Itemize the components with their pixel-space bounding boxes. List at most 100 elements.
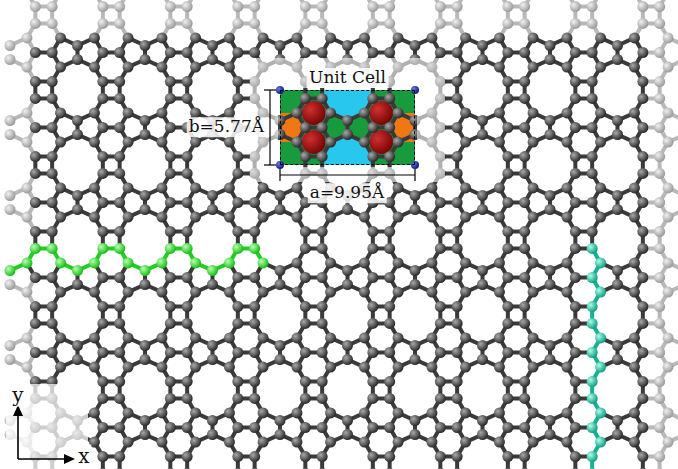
carbon-atom	[291, 362, 302, 373]
carbon-atom	[561, 32, 572, 43]
hexagon-marker	[302, 101, 326, 125]
carbon-atom	[182, 243, 193, 254]
carbon-atom	[654, 301, 665, 312]
carbon-atom	[165, 168, 176, 179]
carbon-atom	[114, 393, 125, 404]
carbon-atom	[452, 76, 463, 87]
carbon-atom	[612, 340, 623, 351]
carbon-atom	[612, 265, 623, 276]
carbon-atom	[587, 347, 598, 358]
carbon-atom	[249, 347, 260, 358]
carbon-atom	[587, 93, 598, 104]
carbon-atom	[97, 422, 108, 433]
carbon-atom	[123, 182, 134, 193]
carbon-atom	[663, 32, 674, 43]
carbon-atom	[528, 437, 539, 448]
carbon-atom	[637, 451, 648, 462]
carbon-atom	[342, 129, 353, 140]
carbon-atom	[123, 437, 134, 448]
carbon-atom	[21, 257, 32, 268]
carbon-atom	[393, 182, 404, 193]
carbon-atom	[587, 318, 598, 329]
carbon-atom	[528, 257, 539, 268]
lattice	[5, 0, 678, 469]
carbon-atom	[502, 318, 513, 329]
carbon-atom	[342, 204, 353, 215]
carbon-atom	[21, 182, 32, 193]
carbon-atom	[452, 168, 463, 179]
carbon-atom	[528, 182, 539, 193]
carbon-atom	[114, 76, 125, 87]
carbon-atom	[367, 122, 378, 133]
carbon-atom	[570, 347, 581, 358]
carbon-atom	[165, 376, 176, 387]
carbon-atom	[359, 407, 370, 418]
carbon-atom	[114, 93, 125, 104]
carbon-atom	[359, 212, 370, 223]
carbon-atom	[182, 376, 193, 387]
carbon-atom	[190, 437, 201, 448]
dimension-line	[280, 174, 415, 175]
carbon-atom	[5, 115, 16, 126]
carbon-atom	[21, 62, 32, 73]
carbon-atom	[570, 197, 581, 208]
carbon-atom	[72, 190, 83, 201]
carbon-atom	[97, 18, 108, 29]
carbon-atom	[477, 265, 488, 276]
carbon-atom	[47, 226, 58, 237]
carbon-atom	[300, 301, 311, 312]
carbon-atom	[460, 437, 471, 448]
carbon-atom	[190, 362, 201, 373]
carbon-atom	[637, 76, 648, 87]
carbon-atom	[570, 47, 581, 58]
axis-line	[18, 458, 66, 460]
carbon-atom	[300, 93, 311, 104]
carbon-atom	[275, 415, 286, 426]
carbon-atom	[494, 32, 505, 43]
carbon-atom	[232, 376, 243, 387]
carbon-atom	[114, 168, 125, 179]
carbon-atom	[165, 301, 176, 312]
carbon-atom	[629, 437, 640, 448]
carbon-atom	[587, 301, 598, 312]
carbon-atom	[190, 287, 201, 298]
carbon-atom	[224, 137, 235, 148]
carbon-atom	[207, 190, 218, 201]
carbon-atom	[384, 151, 395, 162]
carbon-atom	[637, 122, 648, 133]
carbon-atom	[249, 226, 260, 237]
carbon-atom	[561, 182, 572, 193]
carbon-atom	[232, 1, 243, 12]
carbon-atom	[258, 32, 269, 43]
carbon-atom	[30, 197, 41, 208]
carbon-atom	[47, 18, 58, 29]
carbon-atom	[342, 429, 353, 440]
carbon-atom	[435, 301, 446, 312]
carbon-atom	[359, 32, 370, 43]
carbon-atom	[30, 226, 41, 237]
carbon-atom	[528, 332, 539, 343]
carbon-atom	[325, 107, 336, 118]
carbon-atom	[663, 212, 674, 223]
carbon-atom	[47, 347, 58, 358]
carbon-atom	[317, 422, 328, 433]
carbon-atom	[435, 272, 446, 283]
carbon-atom	[502, 347, 513, 358]
carbon-atom	[519, 393, 530, 404]
carbon-atom	[367, 393, 378, 404]
carbon-atom	[291, 287, 302, 298]
carbon-atom	[21, 32, 32, 43]
carbon-atom	[232, 226, 243, 237]
axis-label: y	[10, 384, 25, 407]
carbon-atom	[629, 107, 640, 118]
carbon-atom	[97, 243, 108, 254]
carbon-atom	[426, 32, 437, 43]
carbon-atom	[384, 318, 395, 329]
carbon-atom	[207, 415, 218, 426]
carbon-atom	[317, 122, 328, 133]
carbon-atom	[47, 151, 58, 162]
carbon-atom	[55, 257, 66, 268]
carbon-atom	[528, 212, 539, 223]
carbon-atom	[502, 376, 513, 387]
carbon-atom	[663, 362, 674, 373]
